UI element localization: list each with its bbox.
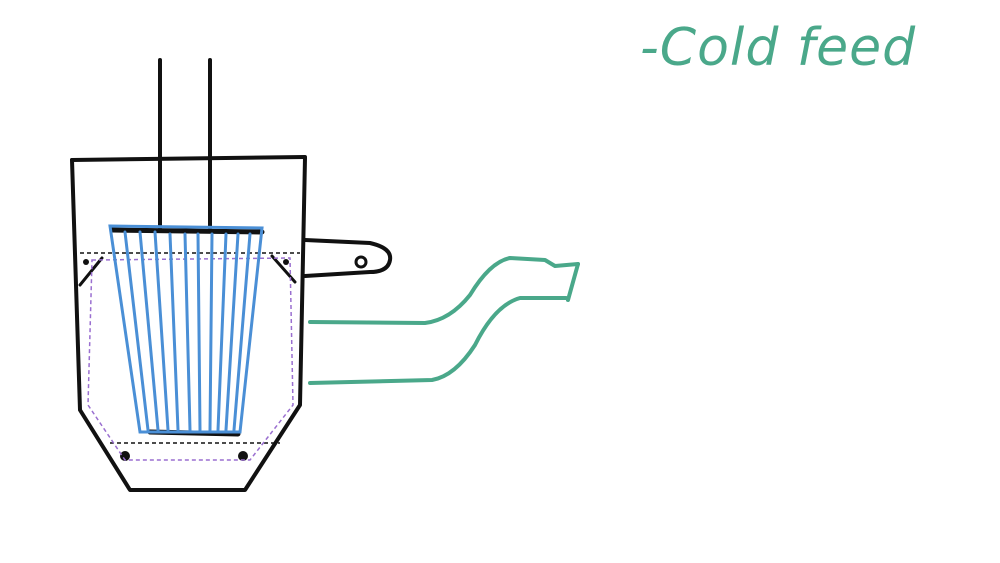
vessel-lid [70, 155, 307, 162]
handle [303, 238, 393, 278]
cold-feed-hose [308, 256, 580, 385]
support-left [78, 256, 104, 287]
level-lines [80, 252, 300, 444]
filter-cartridge [108, 224, 264, 434]
cold-feed-label: -Cold feed [640, 18, 917, 78]
liner-dashed [87, 257, 294, 461]
vessel-outline [70, 58, 393, 492]
vessel-left-wall [70, 156, 307, 492]
filter-top-bar [109, 227, 265, 235]
handle-hole [354, 255, 368, 269]
bolts [83, 259, 289, 461]
support-right [270, 254, 297, 284]
